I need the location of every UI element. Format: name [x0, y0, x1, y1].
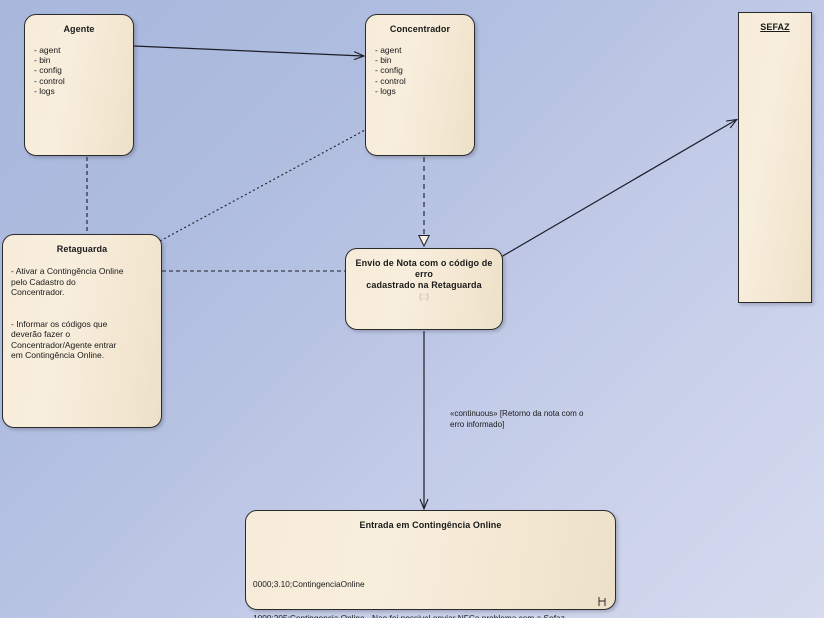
node-concentrador-attributes: - agent - bin - config - control - logs	[366, 45, 474, 96]
edge-envio-to-sefaz	[500, 120, 736, 258]
attribute-item: - logs	[375, 85, 396, 96]
code-line: 1000;205;Contingencia Online - Nao foi p…	[253, 613, 608, 618]
attribute-item: - logs	[34, 85, 55, 96]
node-retaguarda-title: Retaguarda	[56, 244, 108, 254]
attribute-item: - config	[375, 65, 403, 76]
attribute-item: - control	[34, 75, 65, 86]
attribute-item: - bin	[34, 55, 51, 66]
attribute-item: - bin	[375, 55, 392, 66]
node-sefaz-title: SEFAZ	[760, 22, 790, 32]
node-entrada-contingencia-online[interactable]: Entrada em Contingência Online 0000;3.10…	[245, 510, 616, 618]
note-icon	[597, 594, 609, 606]
node-entrada-code-lines: 0000;3.10;ContingenciaOnline 1000;205;Co…	[246, 557, 615, 618]
attribute-item: - agent	[375, 45, 402, 55]
code-line: 0000;3.10;ContingenciaOnline	[253, 579, 365, 590]
node-concentrador[interactable]: Concentrador - agent - bin - config - co…	[365, 14, 475, 156]
node-envio-de-nota[interactable]: Envio de Nota com o código de erro cadas…	[345, 248, 503, 330]
edge-retaguarda-to-concentrador	[159, 129, 366, 242]
node-agente-title: Agente	[63, 24, 95, 34]
node-retaguarda[interactable]: Retaguarda - Ativar a Contingência Onlin…	[2, 234, 162, 428]
node-concentrador-title: Concentrador	[389, 24, 451, 34]
node-retaguarda-body: - Ativar a Contingência Online pelo Cada…	[11, 266, 124, 360]
node-envio-de-nota-title: Envio de Nota com o código de erro cadas…	[355, 258, 493, 290]
attribute-item: - config	[34, 65, 62, 76]
attribute-item: - agent	[34, 45, 61, 55]
edge-label-continuous: «continuous» [Retorno da nota com o erro…	[450, 409, 584, 429]
node-sefaz[interactable]: SEFAZ	[738, 12, 812, 303]
edge-agente-to-concentrador	[133, 45, 363, 56]
collapse-glyph: (::)	[419, 292, 429, 301]
node-agente-attributes: - agent - bin - config - control - logs	[25, 45, 133, 96]
node-entrada-contingencia-title: Entrada em Contingência Online	[359, 520, 502, 530]
attribute-item: - control	[375, 75, 406, 86]
node-agente[interactable]: Agente - agent - bin - config - control …	[24, 14, 134, 156]
